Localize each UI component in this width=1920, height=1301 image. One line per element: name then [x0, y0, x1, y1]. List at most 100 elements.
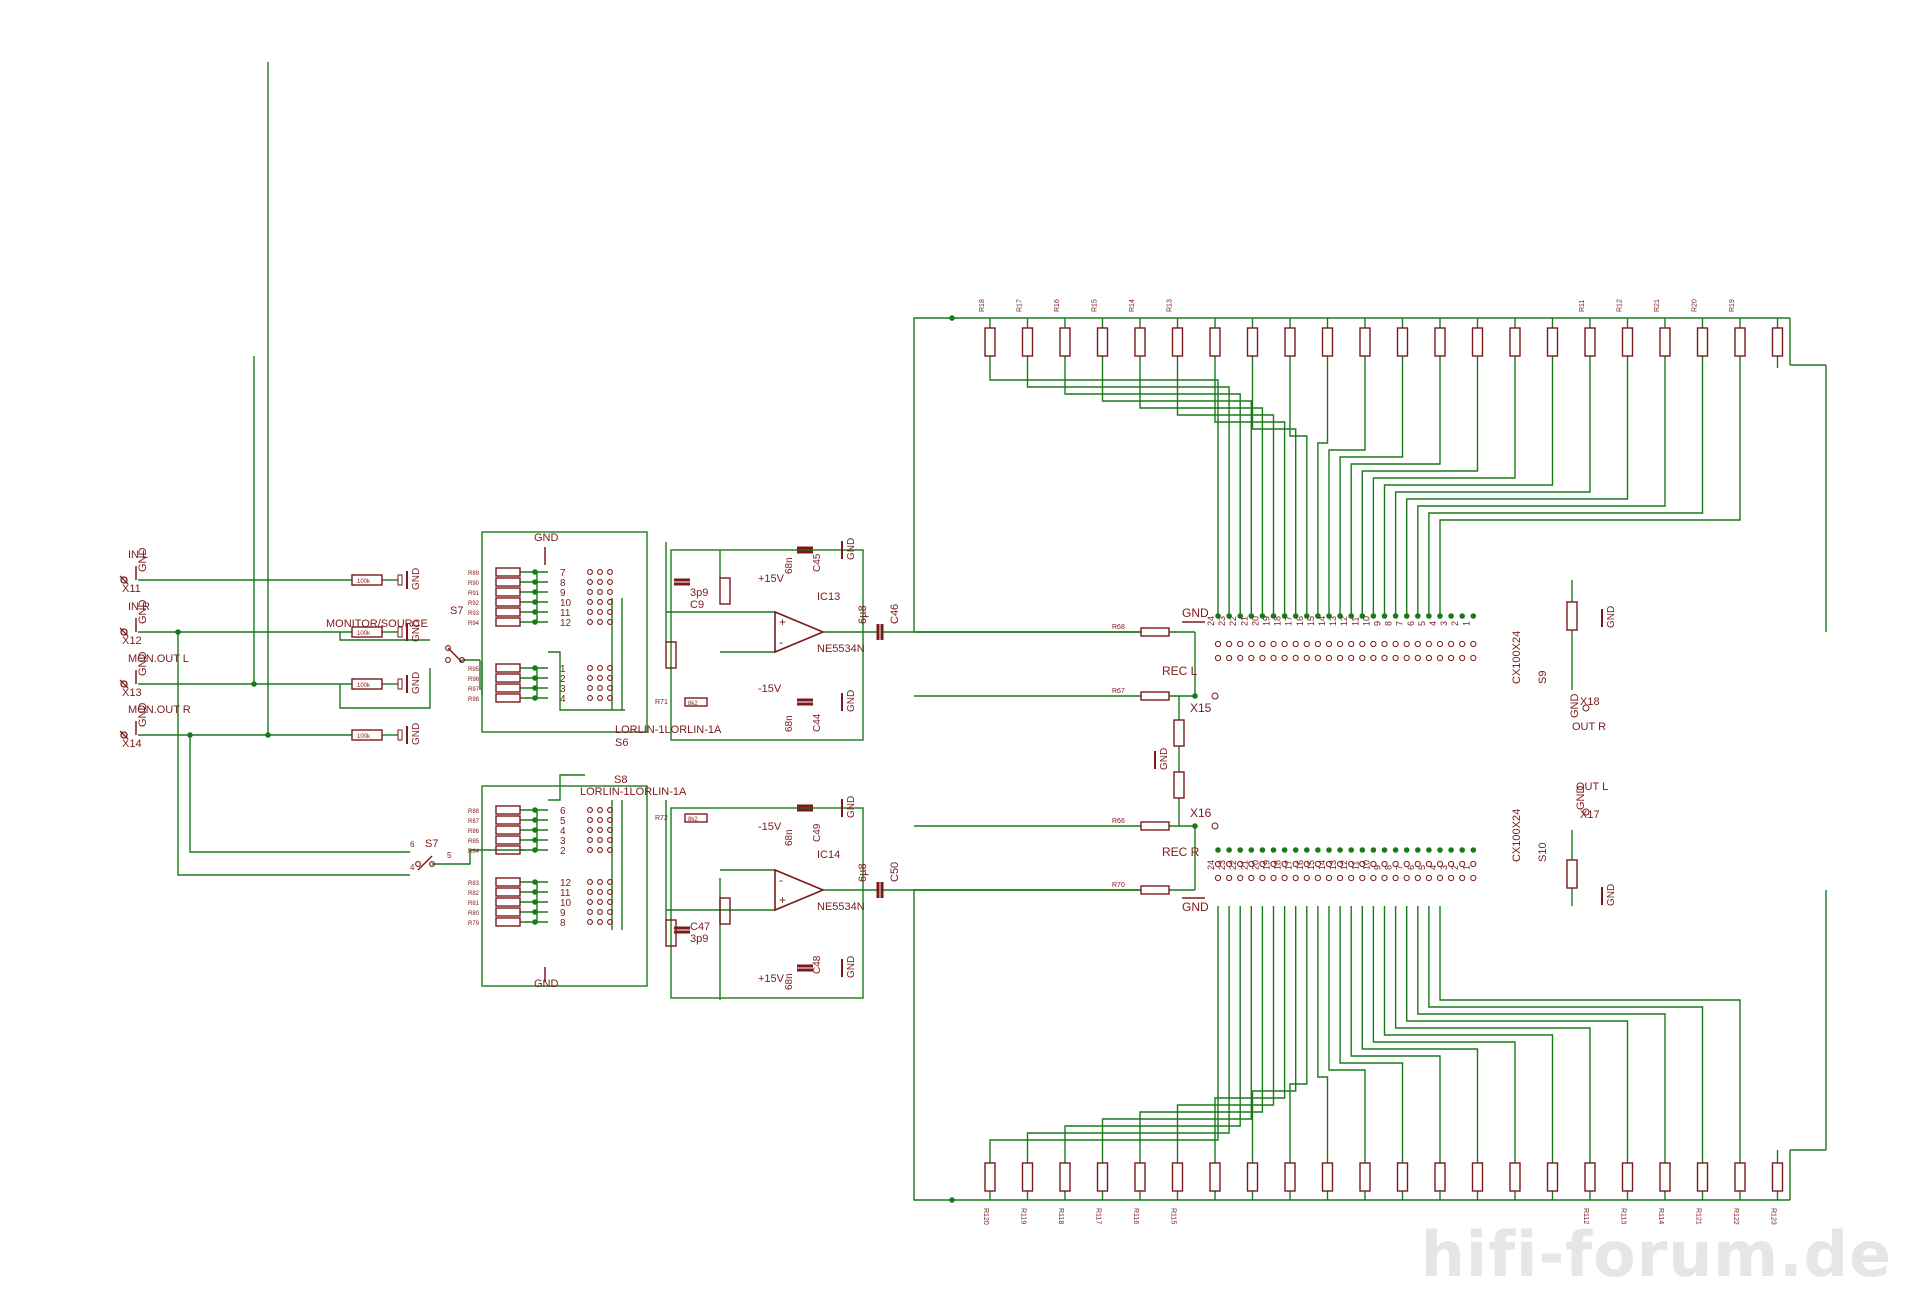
ladder-ref: R118: [1057, 1208, 1064, 1224]
junction-dot: [265, 732, 271, 738]
ladder-ref: R123: [1770, 1208, 1777, 1225]
selector-resistor: [495, 577, 521, 587]
ladder-resistor: [1434, 327, 1446, 357]
switch-pin-number: 7: [1395, 621, 1405, 626]
selector-resistor: [495, 897, 521, 907]
switch-pin-number: 17: [1284, 860, 1294, 870]
switch-contact: [1359, 874, 1366, 882]
ladder-tap: [1026, 368, 1230, 616]
ladder-feed: [913, 317, 952, 632]
ladder-tap: [1405, 368, 1629, 616]
switch-contact: [1403, 654, 1410, 662]
ladder-resistor: [1771, 327, 1784, 357]
ground-label: GND: [846, 690, 857, 712]
bias-resistor: [397, 678, 403, 690]
switch-contact: [597, 807, 603, 813]
ground-label: GND: [846, 956, 857, 978]
connector-pin: [1582, 704, 1590, 712]
ladder-tap: [1339, 906, 1404, 1150]
pin-number: 8: [560, 578, 566, 589]
switch-contact: [1348, 860, 1355, 868]
ground-label: GND: [1182, 900, 1209, 914]
connector-pin: [120, 576, 128, 584]
switch-contact: [1403, 860, 1410, 868]
switch-contact: [1325, 874, 1333, 882]
ladder-resistor: [1696, 1162, 1709, 1192]
selector-resistor: [495, 917, 521, 927]
ladder-tap: [1361, 368, 1479, 616]
switch-pin-number: 21: [1239, 860, 1249, 870]
ladder-ref: R12: [1617, 299, 1624, 312]
switch-pin-number: 22: [1228, 860, 1238, 870]
opamp-input-sign: -: [779, 873, 783, 887]
switch-contact: [587, 889, 593, 895]
switch-contact: [1470, 654, 1477, 662]
resistor-value: 8k2: [688, 701, 698, 707]
switch-contact: [587, 837, 593, 843]
ladder-tap: [1139, 368, 1264, 616]
ladder-ref: R20: [1692, 299, 1699, 312]
switch-contact: [1359, 860, 1366, 868]
switch-contact: [1314, 860, 1322, 868]
switch-contact: [1381, 874, 1388, 882]
ladder-resistor: [1621, 1162, 1634, 1192]
switch-contact: [1314, 640, 1322, 648]
switch-contact: [607, 837, 613, 843]
switch-contact: [1436, 874, 1444, 882]
ladder-ref: R116: [1132, 1208, 1139, 1224]
ladder-tap: [1289, 368, 1308, 616]
ladder-resistor: [1509, 1162, 1521, 1192]
pin-number: 11: [560, 888, 571, 899]
switch-contact: [597, 665, 603, 671]
resistor-value: 8k2: [688, 817, 698, 823]
ladder-resistor: [1021, 1162, 1034, 1192]
ladder-resistor: [1246, 1162, 1259, 1192]
switch-contact: [1381, 654, 1388, 662]
switch-contact: [1414, 654, 1421, 662]
switch-contact: [607, 589, 613, 595]
switch-contact: [597, 817, 603, 823]
switch-contact: [607, 909, 613, 915]
ladder-tap: [1394, 906, 1591, 1150]
ladder-ref: R121: [1695, 1208, 1702, 1225]
ladder-ref: R112: [1582, 1208, 1589, 1224]
switch-pin-number: 23: [1217, 860, 1227, 870]
switch-pin-number: 13: [1328, 616, 1338, 626]
switch-ref: S7: [425, 838, 438, 850]
switch-contact: [597, 837, 603, 843]
opamp-input-sign: +: [779, 615, 786, 629]
cap-value: 68n: [784, 557, 795, 574]
ladder-tap: [1176, 368, 1275, 616]
switch-contact: [1459, 860, 1466, 868]
switch-pin-number: 6: [1406, 621, 1416, 626]
switch-contact: [597, 685, 603, 691]
ladder-tap: [1339, 368, 1404, 616]
switch-contact: [1270, 874, 1277, 882]
ladder-tap: [1372, 368, 1516, 616]
connector-ref: X12: [122, 635, 142, 647]
input-resistor: [351, 574, 383, 586]
selector-resistor: [495, 907, 521, 917]
ladder-resistor: [1659, 1162, 1671, 1192]
wire-layer: [138, 62, 1827, 1203]
ground-label: GND: [846, 538, 857, 560]
switch-contact: [1392, 860, 1399, 868]
ground-label: GND: [411, 568, 422, 590]
switch-contact: [1448, 654, 1455, 662]
resistor-ref: R80: [468, 911, 480, 917]
pin-number: 12: [560, 878, 572, 889]
connector-pin: [1582, 808, 1590, 816]
ladder-tap: [989, 906, 1219, 1150]
switch-contact: [607, 619, 613, 625]
junction-dot: [1248, 847, 1255, 853]
ladder-resistor: [1059, 327, 1071, 357]
junction-dot: [1281, 847, 1288, 853]
connector-ref: X16: [1190, 806, 1212, 820]
cap-value: 68n: [784, 973, 795, 990]
switch-contact: [1436, 654, 1444, 662]
switch-contact: [607, 675, 613, 681]
switch-pin-number: 2: [1450, 621, 1460, 626]
switch-pin-number: 17: [1284, 616, 1294, 626]
junction-dot: [1437, 847, 1443, 853]
